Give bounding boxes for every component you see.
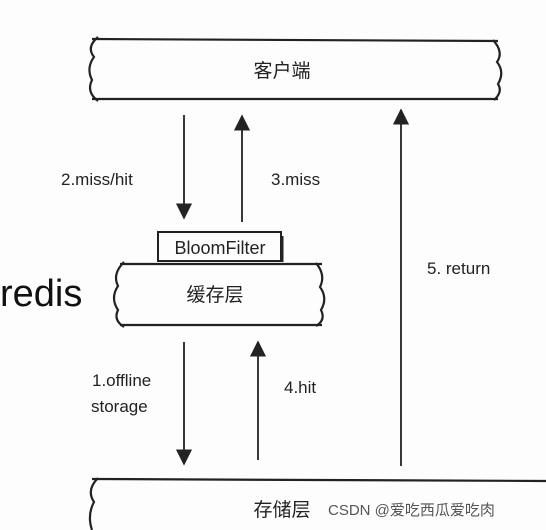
storage-layer-label: 存储层 [253, 499, 310, 521]
storage-layer-box: 存储层 [88, 477, 546, 530]
edge-label-hit: 4.hit [284, 378, 316, 397]
cache-layer-box: 缓存层 [112, 261, 326, 328]
edge-label-offline-line1: 1.offline [92, 371, 151, 390]
edge-label-return: 5. return [427, 259, 490, 278]
client-layer-box: 客户端 [88, 36, 503, 102]
redis-label: redis [0, 273, 82, 315]
bloomfilter-box: BloomFilter [157, 231, 284, 262]
client-layer-label: 客户端 [253, 60, 310, 82]
watermark: CSDN @爱吃西瓜爱吃肉 [328, 502, 495, 519]
cache-layer-label: 缓存层 [186, 284, 243, 306]
bloomfilter-label: BloomFilter [174, 238, 265, 258]
edge-label-offline-line2: storage [91, 397, 148, 416]
edge-label-miss-hit: 2.miss/hit [61, 170, 133, 189]
edge-label-miss: 3.miss [271, 170, 320, 189]
